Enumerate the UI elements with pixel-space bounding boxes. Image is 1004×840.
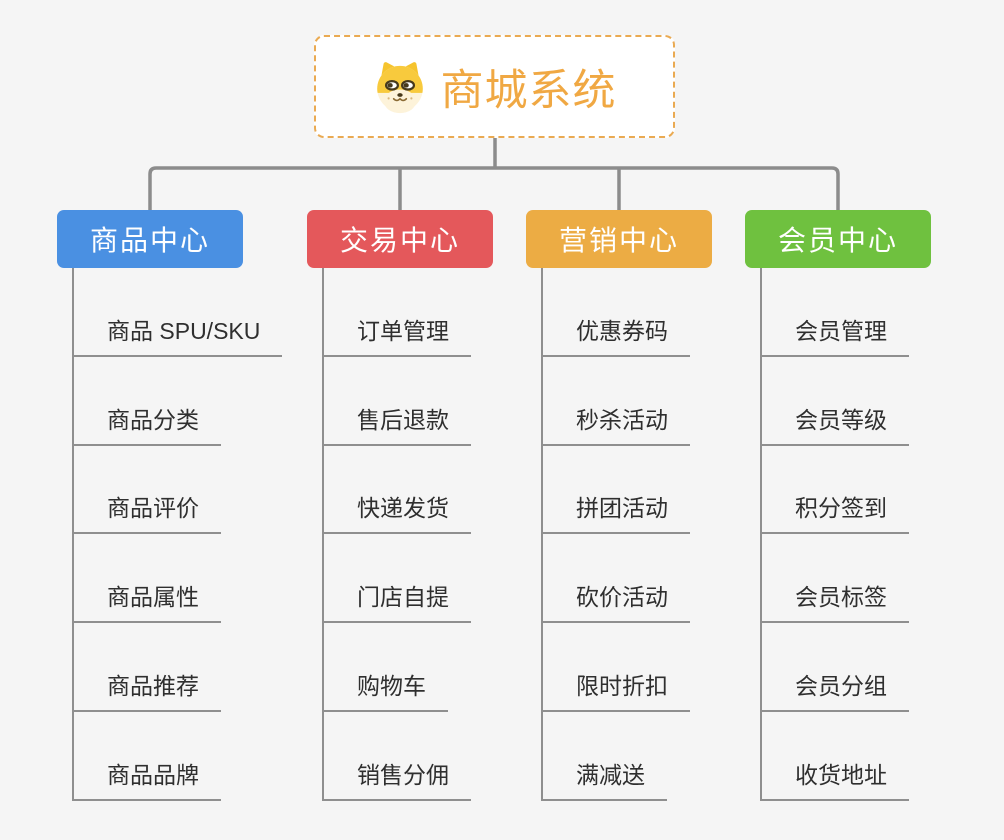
leaf-node[interactable]: 会员分组 [760, 667, 909, 712]
leaf-node[interactable]: 限时折扣 [541, 667, 690, 712]
branch-node-label[interactable]: 商品中心 [57, 210, 243, 268]
leaf-node[interactable]: 优惠券码 [541, 312, 690, 357]
leaf-node[interactable]: 会员标签 [760, 578, 909, 624]
leaf-node[interactable]: 收货地址 [760, 756, 909, 801]
leaf-node[interactable]: 秒杀活动 [541, 401, 690, 446]
root-title: 商城系统 [440, 66, 617, 115]
leaf-node[interactable]: 会员管理 [760, 312, 909, 357]
leaf-node[interactable]: 门店自提 [322, 578, 471, 624]
branch-marketing-center: 营销中心 优惠券码 秒杀活动 拼团活动 砍价活动 限时折扣 满减送 [526, 210, 776, 801]
branch-node-label[interactable]: 营销中心 [526, 210, 712, 268]
leaf-node[interactable]: 商品属性 [72, 578, 221, 624]
branch-trunk-line [72, 268, 74, 801]
leaf-node[interactable]: 售后退款 [322, 401, 471, 446]
branch-trade-center: 交易中心 订单管理 售后退款 快递发货 门店自提 购物车 销售分佣 [307, 210, 557, 801]
leaf-node[interactable]: 销售分佣 [322, 756, 471, 801]
leaf-node[interactable]: 订单管理 [322, 312, 471, 357]
branch-member-center: 会员中心 会员管理 会员等级 积分签到 会员标签 会员分组 收货地址 [745, 210, 995, 801]
leaf-node[interactable]: 积分签到 [760, 489, 909, 535]
leaf-node[interactable]: 快递发货 [322, 489, 471, 535]
branch-trunk-line [760, 268, 762, 801]
root-node[interactable]: 商城系统 [314, 35, 675, 138]
leaf-node[interactable]: 满减送 [541, 756, 667, 801]
leaf-node[interactable]: 商品 SPU/SKU [72, 312, 283, 357]
leaf-node[interactable]: 拼团活动 [541, 489, 690, 535]
doge-icon [376, 61, 423, 113]
branch-product-center: 商品中心 商品 SPU/SKU 商品分类 商品评价 商品属性 商品推荐 商品品牌 [57, 210, 307, 801]
leaf-node[interactable]: 商品推荐 [72, 667, 221, 712]
branch-node-label[interactable]: 会员中心 [745, 210, 931, 268]
leaf-node[interactable]: 商品评价 [72, 489, 221, 535]
leaf-node[interactable]: 商品品牌 [72, 756, 221, 801]
branch-trunk-line [541, 268, 543, 801]
branch-node-label[interactable]: 交易中心 [307, 210, 493, 268]
leaf-node[interactable]: 购物车 [322, 667, 448, 712]
branch-trunk-line [322, 268, 324, 801]
leaf-node[interactable]: 商品分类 [72, 401, 221, 446]
leaf-node[interactable]: 会员等级 [760, 401, 909, 446]
leaf-node[interactable]: 砍价活动 [541, 578, 690, 624]
